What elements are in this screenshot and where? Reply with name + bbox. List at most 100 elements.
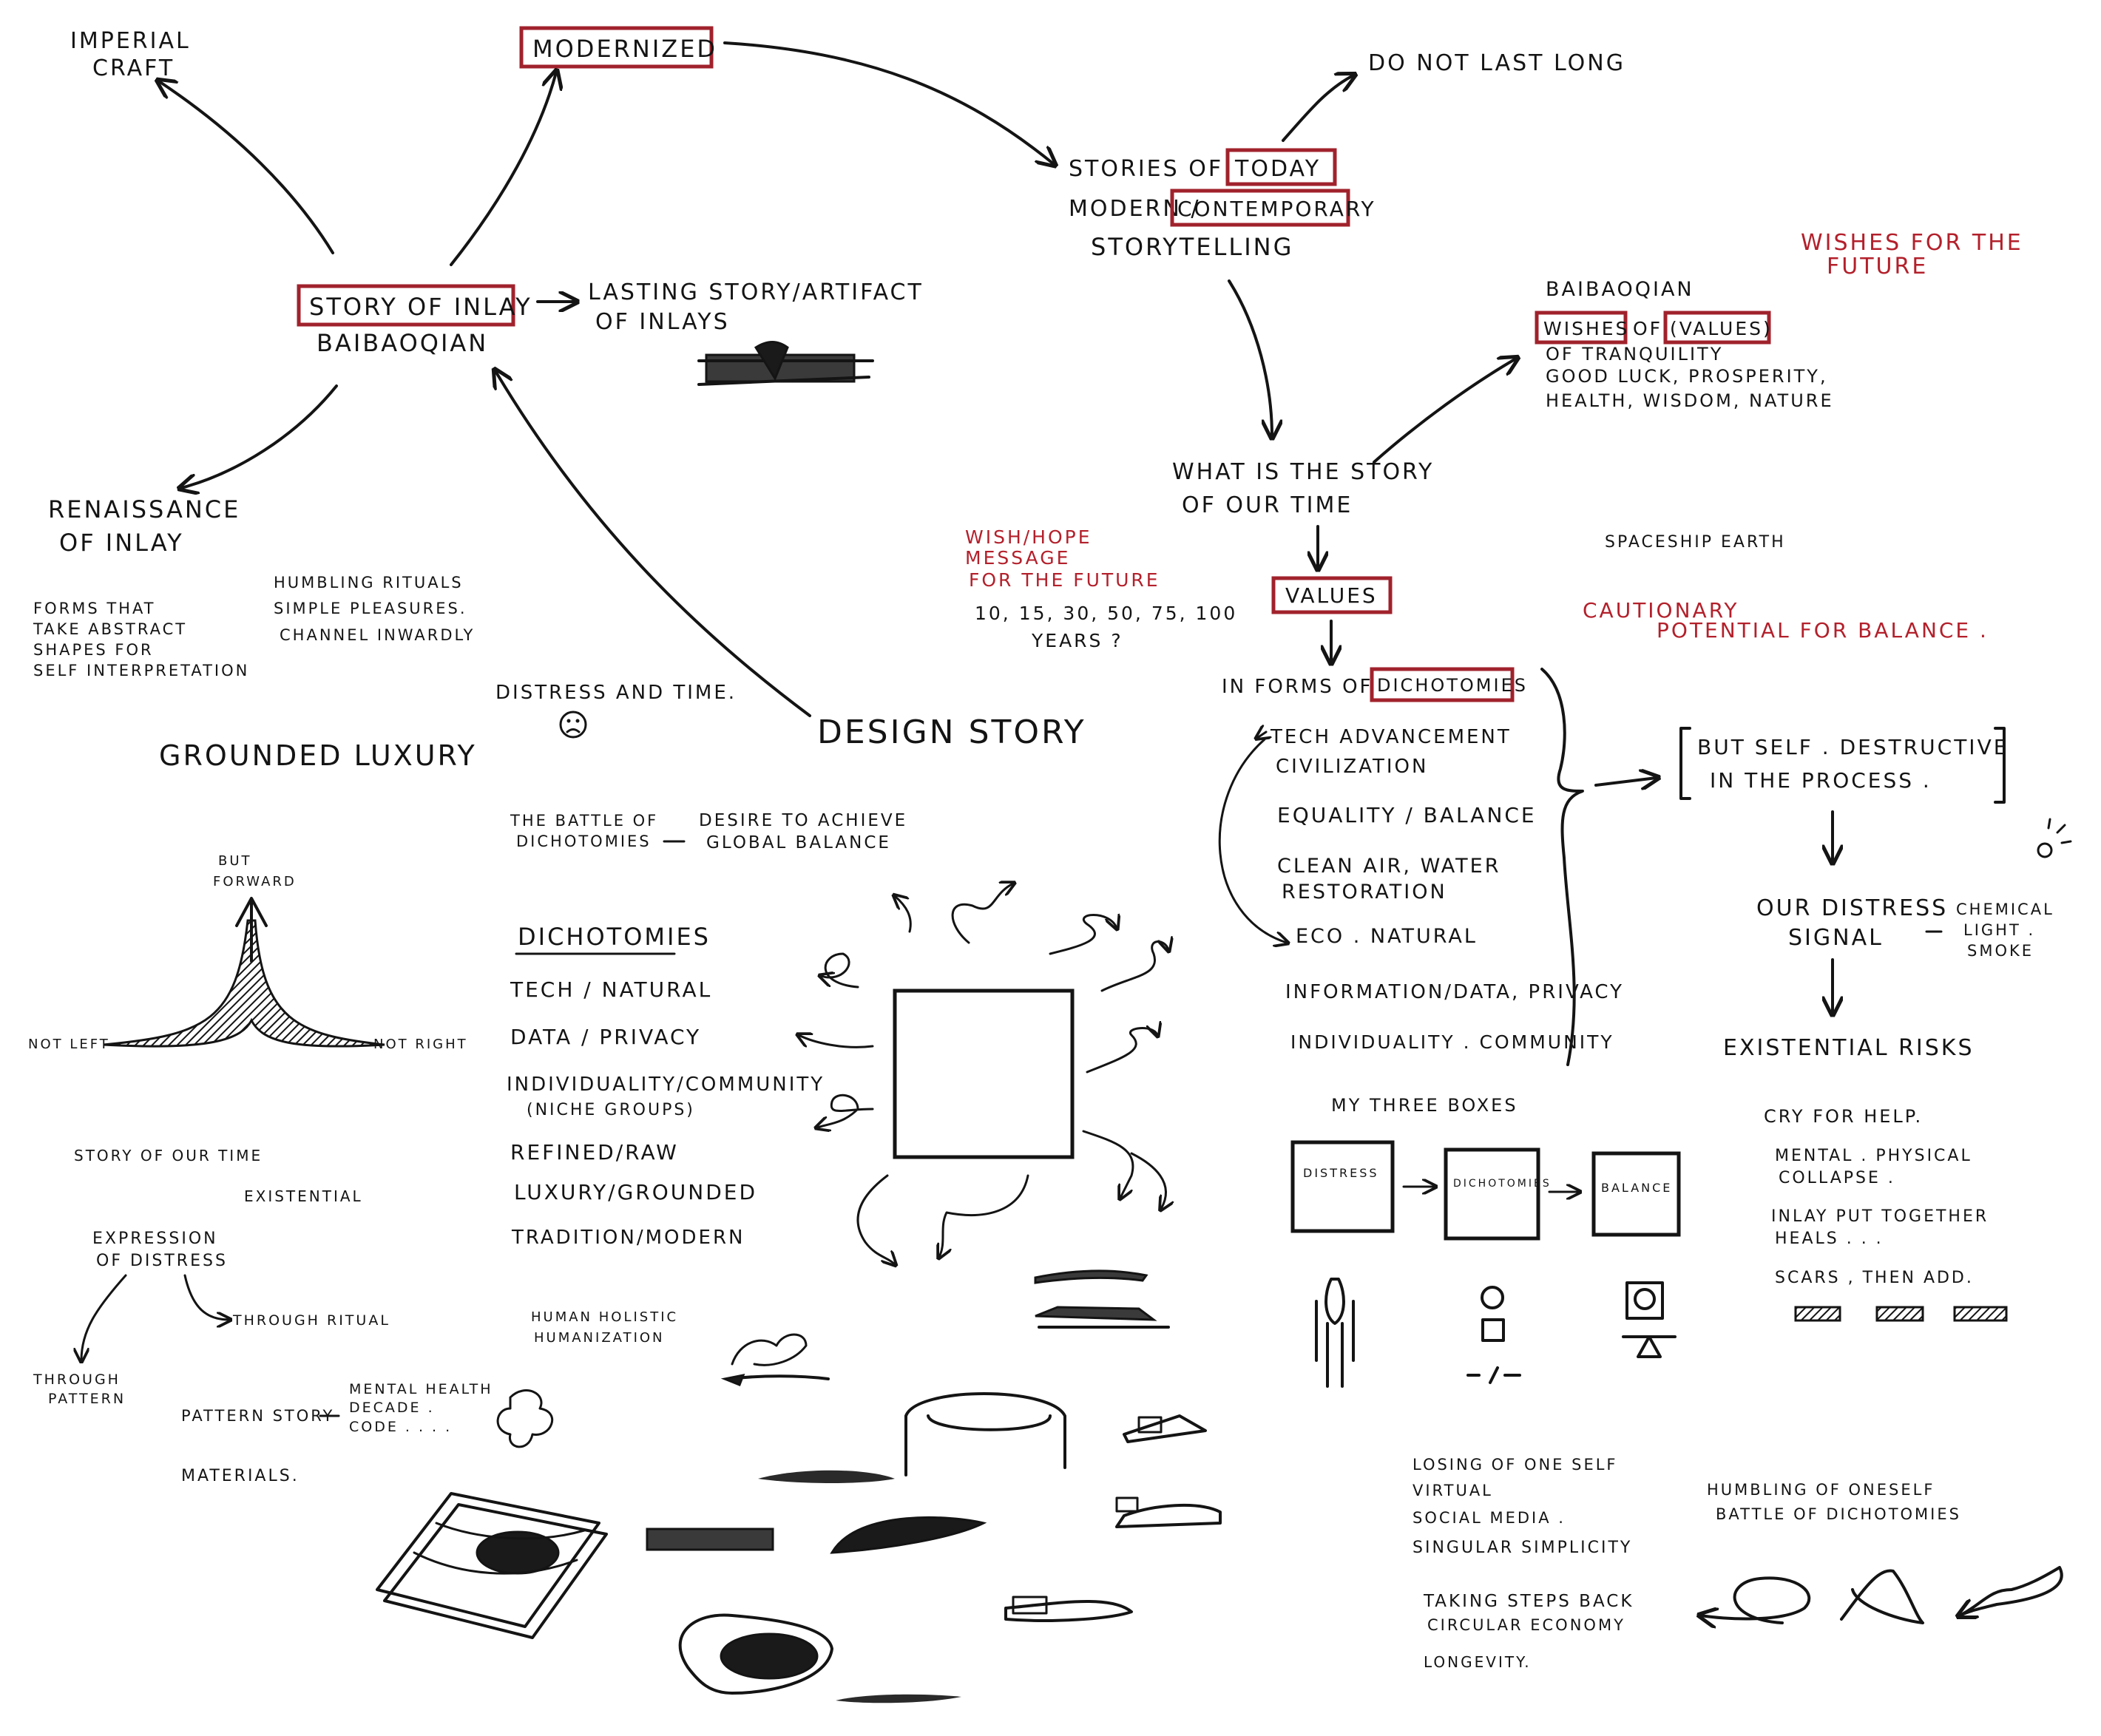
- svg-text:DICHOTOMIES: DICHOTOMIES: [516, 833, 652, 850]
- svg-text:TECH ADVANCEMENT: TECH ADVANCEMENT: [1270, 726, 1512, 748]
- arrow-to-self-destructive: [1594, 778, 1657, 785]
- svg-text:EXISTENTIAL RISKS: EXISTENTIAL RISKS: [1723, 1035, 1975, 1061]
- distress-and-time-note: DISTRESS AND TIME.: [495, 682, 734, 739]
- do-not-last-long-label: DO NOT LAST LONG: [1368, 50, 1625, 76]
- contemporary-label: CONTEMPORARY: [1177, 197, 1376, 221]
- baibaoqian-wishes-node: BAIBAOQIAN WISHES OF (VALUES) OF TRANQUI…: [1535, 278, 1832, 411]
- of-inlay-label: OF INLAY: [59, 529, 184, 557]
- existential-risks-node: EXISTENTIAL RISKS: [1723, 1035, 1975, 1061]
- self-destructive-node: BUT SELF . DESTRUCTIVE IN THE PROCESS .: [1679, 727, 2009, 804]
- light-icon: [2037, 842, 2053, 858]
- wishes-for-the-label: WISHES FOR THE: [1801, 230, 2023, 256]
- balance-square: [1591, 1151, 1681, 1237]
- plant-sketch: [720, 1333, 830, 1386]
- wave-arrow-sketch: [1960, 1566, 2063, 1615]
- contemporary-box: [1170, 189, 1350, 227]
- storytelling-label: STORYTELLING: [1091, 233, 1293, 261]
- svg-text:BATTLE OF DICHOTOMIES: BATTLE OF DICHOTOMIES: [1716, 1505, 1961, 1523]
- svg-text:DICHOTOMIES: DICHOTOMIES: [1453, 1178, 1552, 1190]
- svg-text:OF TRANQUILITY: OF TRANQUILITY: [1546, 344, 1723, 365]
- svg-text:DESIRE TO ACHIEVE: DESIRE TO ACHIEVE: [699, 811, 907, 830]
- today-label: TODAY: [1234, 156, 1321, 182]
- svg-text:HUMBLING RITUALS: HUMBLING RITUALS: [274, 574, 464, 591]
- svg-text:BUT SELF . DESTRUCTIVE: BUT SELF . DESTRUCTIVE: [1697, 735, 2009, 759]
- circle-square-divide-icon: [1466, 1286, 1521, 1384]
- svg-text:DISTRESS: DISTRESS: [1303, 1166, 1379, 1180]
- story-of-inlay-label: STORY OF INLAY: [309, 293, 532, 321]
- design-story-node: DESIGN STORY: [817, 713, 1086, 751]
- svg-text:OUR DISTRESS: OUR DISTRESS: [1756, 895, 1948, 921]
- svg-text:INLAY PUT TOGETHER: INLAY PUT TOGETHER: [1771, 1207, 1989, 1226]
- my-three-boxes-label: MY THREE BOXES: [1331, 1095, 1518, 1116]
- spaceship-earth-note: SPACESHIP EARTH: [1605, 533, 1786, 552]
- today-box: [1225, 148, 1337, 186]
- story-of-our-time-note: STORY OF OUR TIME EXISTENTIAL EXPRESSION…: [33, 1147, 388, 1407]
- svg-text:EXISTENTIAL: EXISTENTIAL: [244, 1187, 363, 1205]
- wishes-box: [1535, 311, 1628, 345]
- egg-sketch: [678, 1613, 833, 1695]
- do-not-last-long-note: DO NOT LAST LONG: [1368, 50, 1625, 76]
- losing-oneself-note: LOSING OF ONE SELF VIRTUAL SOCIAL MEDIA …: [1412, 1456, 1632, 1671]
- modernized-box: [519, 26, 714, 69]
- svg-text:SHAPES FOR: SHAPES FOR: [33, 641, 154, 659]
- of-inlays-label: OF INLAYS: [595, 309, 730, 335]
- scar-pattern-sketches: [1794, 1306, 2008, 1322]
- values-label: VALUES: [1285, 583, 1378, 608]
- imperial-craft-note: IMPERIAL CRAFT: [70, 28, 191, 81]
- svg-text:SIMPLE PLEASURES.: SIMPLE PLEASURES.: [274, 600, 467, 617]
- arrow-to-renaissance: [181, 384, 338, 488]
- svg-text:LOSING OF ONE SELF: LOSING OF ONE SELF: [1412, 1456, 1618, 1474]
- svg-text:CRY FOR HELP.: CRY FOR HELP.: [1764, 1106, 1923, 1127]
- svg-text:FORWARD: FORWARD: [213, 874, 297, 889]
- svg-text:INDIVIDUALITY . COMMUNITY: INDIVIDUALITY . COMMUNITY: [1290, 1031, 1614, 1053]
- svg-text:SELF INTERPRETATION: SELF INTERPRETATION: [33, 662, 249, 679]
- svg-text:MENTAL HEALTH: MENTAL HEALTH: [349, 1381, 493, 1397]
- svg-text:TECH / NATURAL: TECH / NATURAL: [510, 977, 712, 1002]
- modern-label: MODERN /: [1069, 196, 1200, 222]
- square-with-swirls-sketch: [799, 884, 1168, 1264]
- spiral-arrow-sketch: [1701, 1576, 1811, 1623]
- svg-text:SPACESHIP EARTH: SPACESHIP EARTH: [1605, 533, 1786, 552]
- svg-text:BALANCE: BALANCE: [1601, 1181, 1672, 1195]
- svg-text:MATERIALS.: MATERIALS.: [181, 1467, 300, 1485]
- of-our-time-label: OF OUR TIME: [1182, 492, 1353, 518]
- battle-of-dichotomies-note: THE BATTLE OF DICHOTOMIES DESIRE TO ACHI…: [510, 811, 907, 852]
- svg-text:COLLAPSE .: COLLAPSE .: [1779, 1169, 1895, 1187]
- humbling-oneself-note: HUMBLING OF ONESELF BATTLE OF DICHOTOMIE…: [1701, 1481, 2063, 1624]
- grounded-luxury-note: GROUNDED LUXURY: [159, 739, 477, 772]
- balance-scale-icon: [1622, 1281, 1677, 1358]
- stories-of-label: STORIES OF: [1069, 156, 1223, 182]
- cautionary-note: CAUTIONARY POTENTIAL FOR BALANCE .: [1583, 598, 1989, 642]
- svg-text:HUMANIZATION: HUMANIZATION: [534, 1330, 665, 1346]
- svg-text:POTENTIAL FOR BALANCE .: POTENTIAL FOR BALANCE .: [1657, 618, 1989, 642]
- grounded-luxury-label: GROUNDED LUXURY: [159, 739, 477, 772]
- arrow-to-modernized: [450, 72, 556, 266]
- arrow-to-what-is-story: [1228, 279, 1272, 436]
- svg-text:CAUTIONARY: CAUTIONARY: [1583, 598, 1739, 623]
- baibaoqian-left-label: BAIBAOQIAN: [317, 329, 488, 357]
- svg-text:SINGULAR SIMPLICITY: SINGULAR SIMPLICITY: [1412, 1539, 1632, 1557]
- arrow-to-imperial-craft: [159, 81, 334, 254]
- design-story-label: DESIGN STORY: [817, 713, 1086, 751]
- svg-text:SOCIAL MEDIA .: SOCIAL MEDIA .: [1412, 1509, 1566, 1527]
- inlay-artifact-sketch: [697, 341, 874, 386]
- lasting-story-note: LASTING STORY/ARTIFACT OF INLAYS: [588, 279, 921, 335]
- loop-curve-sketch: [1840, 1569, 1924, 1624]
- arrow-to-baibaoqian-wishes: [1373, 359, 1516, 464]
- wishes-label: WISHES: [1543, 318, 1629, 339]
- imperial-label: IMPERIAL: [70, 28, 191, 54]
- dichotomies-heading: DICHOTOMIES: [518, 923, 711, 951]
- svg-text:THROUGH: THROUGH: [33, 1371, 121, 1388]
- future-label: FUTURE: [1827, 254, 1928, 279]
- svg-text:OF DISTRESS: OF DISTRESS: [96, 1252, 228, 1270]
- svg-text:CHANNEL INWARDLY: CHANNEL INWARDLY: [280, 626, 475, 644]
- wish-hope-note: WISH/HOPE MESSAGE FOR THE FUTURE 10, 15,…: [965, 526, 1235, 651]
- svg-text:CODE . . . .: CODE . . . .: [349, 1419, 452, 1435]
- svg-text:FORMS THAT: FORMS THAT: [33, 600, 156, 617]
- svg-text:SIGNAL: SIGNAL: [1788, 925, 1884, 951]
- svg-text:TRADITION/MODERN: TRADITION/MODERN: [511, 1227, 745, 1249]
- svg-text:(NICHE GROUPS): (NICHE GROUPS): [527, 1101, 695, 1119]
- svg-text:CHEMICAL: CHEMICAL: [1956, 901, 2054, 918]
- svg-text:THE BATTLE OF: THE BATTLE OF: [510, 812, 658, 830]
